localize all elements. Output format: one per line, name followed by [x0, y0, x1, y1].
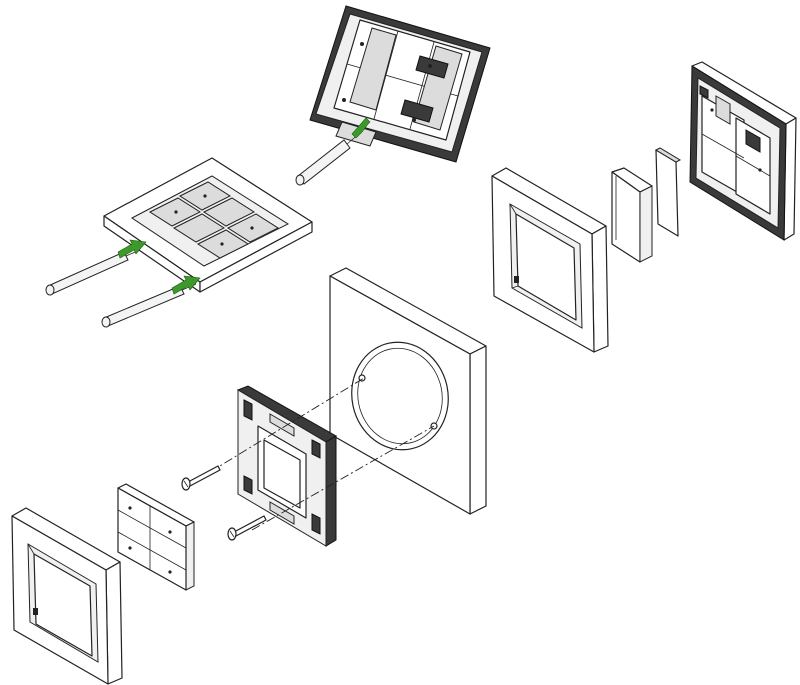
screwdriver-left-upper	[45, 239, 147, 296]
pushbutton-rear-upper-right	[689, 61, 797, 241]
pushbutton-rear-view	[309, 5, 491, 163]
flush-box-wall-plate	[329, 267, 487, 515]
screw-upper	[181, 465, 221, 491]
label-strip-holder	[611, 167, 653, 263]
cover-frame-lower	[11, 507, 123, 685]
label-insert	[654, 147, 682, 237]
cover-frame-upper	[491, 167, 609, 353]
alignment-lines	[209, 377, 435, 531]
screwdriver-top	[295, 117, 371, 186]
mounting-plate	[236, 385, 337, 547]
pushbutton-assembled	[103, 157, 313, 293]
screw-lower	[227, 515, 267, 541]
rocker-module	[117, 483, 195, 591]
screwdriver-left-lower	[101, 275, 201, 328]
